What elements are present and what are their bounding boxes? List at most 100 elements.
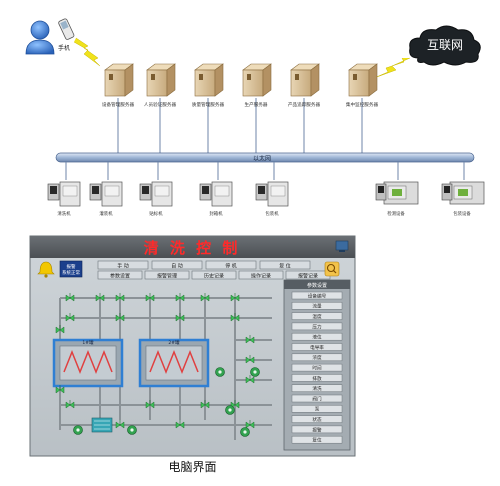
svg-text:手 动: 手 动 — [117, 262, 129, 269]
hmi-nav-button[interactable]: 报警管理 — [144, 270, 190, 280]
svg-text:复位: 复位 — [312, 437, 322, 444]
svg-text:复 位: 复 位 — [279, 262, 291, 269]
workstation-icon[interactable] — [375, 181, 419, 205]
valve-icon[interactable] — [65, 293, 75, 302]
valve-icon[interactable] — [175, 293, 185, 302]
svg-text:排放: 排放 — [312, 375, 322, 382]
bell-icon[interactable] — [37, 261, 55, 278]
valve-icon[interactable] — [115, 313, 125, 322]
pump-icon[interactable] — [225, 405, 235, 415]
panel-item[interactable]: 报警 — [291, 425, 343, 433]
server-label: 生产服务器 — [245, 101, 268, 108]
pump-icon[interactable] — [240, 427, 250, 437]
search-icon[interactable] — [324, 261, 340, 277]
panel-item[interactable]: 状态 — [291, 415, 343, 423]
panel-item[interactable]: 流量 — [291, 302, 343, 310]
svg-text:清洗: 清洗 — [312, 385, 322, 392]
hmi-mode-button[interactable]: 自 动 — [151, 260, 203, 270]
svg-text:时间: 时间 — [312, 365, 322, 372]
panel-item[interactable]: 清洗 — [291, 384, 343, 392]
valve-icon[interactable] — [145, 400, 155, 409]
workstation-icon[interactable] — [47, 181, 81, 207]
valve-icon[interactable] — [245, 335, 255, 344]
server-icon[interactable] — [104, 63, 134, 97]
svg-text:停 机: 停 机 — [225, 262, 237, 269]
client-group: 清洗机灌装机贴标机封箱机包装机检测设备包装设备 — [47, 162, 485, 217]
hmi-nav-button[interactable]: 历史记录 — [191, 270, 237, 280]
hmi-nav-button[interactable]: 参数设置 — [97, 270, 143, 280]
valve-icon[interactable] — [65, 313, 75, 322]
workstation-icon[interactable] — [199, 181, 233, 207]
valve-icon[interactable] — [175, 420, 185, 429]
cloud-icon: 互联网 — [409, 25, 481, 66]
svg-text:泵: 泵 — [315, 407, 320, 413]
valve-icon[interactable] — [245, 420, 255, 429]
svg-text:流量: 流量 — [312, 303, 322, 310]
person-icon — [25, 20, 55, 55]
valve-icon[interactable] — [55, 385, 65, 394]
client-label: 贴标机 — [149, 210, 163, 217]
panel-item[interactable]: 复位 — [291, 435, 343, 444]
panel-item[interactable]: 设备编号 — [291, 291, 343, 299]
server-icon[interactable] — [348, 63, 378, 97]
valve-icon[interactable] — [55, 325, 65, 334]
panel-item[interactable]: 排放 — [291, 374, 343, 382]
valve-icon[interactable] — [245, 375, 255, 384]
bus-label: 以太网 — [253, 155, 271, 163]
panel-item[interactable]: 压力 — [291, 322, 343, 330]
client-label: 清洗机 — [57, 210, 71, 217]
server-icon[interactable] — [242, 63, 272, 97]
valve-icon[interactable] — [115, 420, 125, 429]
server-group: 设备管理服务器人员验证服务器质量管理服务器生产服务器产品追踪服务器集中监控服务器 — [102, 63, 379, 153]
valve-icon[interactable] — [245, 355, 255, 364]
svg-text:操作记录: 操作记录 — [251, 272, 271, 279]
client-label: 包装机 — [265, 210, 279, 217]
hmi-nav-button[interactable]: 报警记录 — [285, 270, 331, 280]
pump-icon[interactable] — [127, 425, 137, 435]
valve-icon[interactable] — [200, 293, 210, 302]
panel-item[interactable]: 温度 — [291, 312, 343, 320]
workstation-icon[interactable] — [441, 181, 485, 205]
svg-text:设备编号: 设备编号 — [308, 292, 327, 299]
svg-text:报警: 报警 — [312, 426, 322, 433]
server-icon[interactable] — [290, 63, 320, 97]
valve-icon[interactable] — [95, 293, 105, 302]
svg-text:阀门: 阀门 — [312, 395, 322, 402]
hmi-nav-button[interactable]: 操作记录 — [238, 270, 284, 280]
svg-text:报警管理: 报警管理 — [157, 272, 177, 279]
panel-item[interactable]: 浓度 — [291, 353, 343, 361]
client-label: 灌装机 — [99, 210, 113, 217]
pump-icon[interactable] — [73, 425, 83, 435]
client-label: 检测设备 — [387, 210, 405, 217]
server-label: 设备管理服务器 — [102, 101, 135, 108]
workstation-icon[interactable] — [89, 181, 123, 207]
svg-text:电导率: 电导率 — [310, 344, 324, 351]
panel-item[interactable]: 阀门 — [291, 394, 343, 402]
valve-icon[interactable] — [175, 313, 185, 322]
panel-item[interactable]: 时间 — [291, 363, 343, 372]
valve-icon[interactable] — [200, 400, 210, 409]
valve-icon[interactable] — [65, 400, 75, 409]
valve-icon[interactable] — [230, 313, 240, 322]
svg-text:报警记录: 报警记录 — [298, 272, 318, 279]
panel-item[interactable]: 液位 — [291, 332, 343, 341]
valve-icon[interactable] — [115, 293, 125, 302]
panel-item[interactable]: 泵 — [291, 405, 343, 413]
pump-icon[interactable] — [215, 367, 225, 377]
svg-text:压力: 压力 — [312, 323, 322, 330]
hmi-mode-button[interactable]: 手 动 — [97, 260, 149, 270]
hmi-title: 清 洗 控 制 — [144, 239, 241, 257]
valve-icon[interactable] — [145, 293, 155, 302]
panel-item[interactable]: 电导率 — [291, 343, 343, 351]
hmi-mode-button[interactable]: 停 机 — [205, 260, 257, 270]
valve-icon[interactable] — [230, 293, 240, 302]
workstation-icon[interactable] — [255, 181, 289, 207]
server-icon[interactable] — [146, 63, 176, 97]
pump-icon[interactable] — [250, 367, 260, 377]
server-icon[interactable] — [194, 63, 224, 97]
server-label: 集中监控服务器 — [346, 101, 379, 108]
hmi-mode-button[interactable]: 复 位 — [259, 260, 311, 270]
workstation-icon[interactable] — [139, 181, 173, 207]
caption: 电脑界面 — [168, 460, 217, 474]
